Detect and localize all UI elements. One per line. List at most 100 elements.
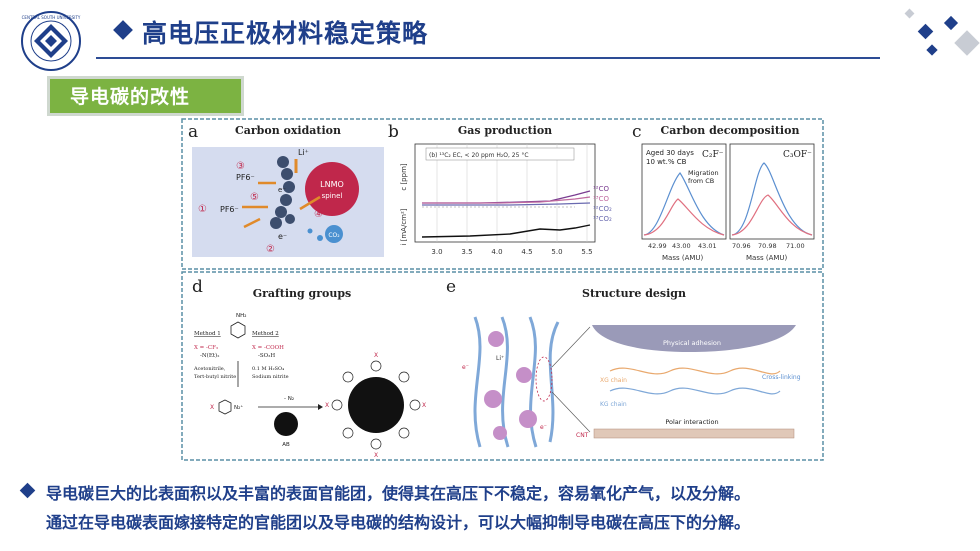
diazonium-x: X [210,404,214,411]
e-label-2: e⁻ [540,424,547,431]
cross-linking-label: Cross-linking [762,374,801,381]
m2-d: Sodium nitrite [252,374,289,380]
panel-c-note-1: Aged 30 days [646,149,694,157]
carbon-chain [270,156,295,229]
panel-a-title: Carbon oxidation [235,124,341,137]
co2-bubble [325,225,343,243]
kg-chain-label: KG chain [600,401,627,408]
xtick: 4.0 [491,248,502,256]
c-xtick: 43.01 [698,242,717,250]
c-xtick: 70.96 [732,242,751,250]
grafted-ab-particle [348,377,404,433]
m2-c: 0.1 M H₂SO₄ [252,366,284,372]
step-3: ③ [236,161,245,172]
pf6-top-label: PF6⁻ [236,173,255,182]
ab-particle [274,412,298,436]
title-diamond-icon [113,20,133,40]
bullet-text-line-1: 导电碳巨大的比表面积以及丰富的表面官能团，使得其在高压下不稳定，容易氧化产气，以… [46,484,751,503]
series-label-3: ¹²CO₂ [593,205,612,213]
panel-c-title: Carbon decomposition [661,124,800,137]
panel-c: c Carbon decomposition Aged 30 days 10 w… [632,122,815,262]
x-marker: X [422,402,426,409]
step-1: ① [198,204,207,215]
co2-label: CO₂ [328,232,340,239]
corner-diamonds-decoration [904,8,980,56]
series-12co2 [422,202,591,206]
xg-chain-label: XG chain [600,377,627,384]
panel-b-ylabel-top: c [ppm] [400,163,408,191]
m1-d: Tert-butyl nitrite [194,374,236,380]
page-title: 高电压正极材料稳定策略 [142,19,429,48]
spinel-label: spinel [322,192,343,200]
m2-x: X = -COOH [252,345,284,351]
method-1: Method 1 [194,331,221,337]
m1-c: Acetonitrile, [193,366,226,372]
spectrum-2-red [731,194,813,236]
figure-panel: a Carbon oxidation LNMO spinel CO₂ Li⁺ ③… [181,118,824,461]
panel-e-title: Structure design [582,287,686,300]
panel-d-letter: d [192,277,203,297]
panel-b-plot-area [414,143,596,243]
active-particles [484,331,537,440]
migration-label-2: from CB [688,177,714,185]
panel-c-label-1: C₂F⁻ [702,150,724,160]
series-13co [422,196,591,204]
series-label-4: ¹³CO₂ [593,215,612,223]
panel-a-letter: a [188,122,198,142]
x-marker: X [374,352,378,359]
physical-adhesion-label: Physical adhesion [663,339,721,347]
x-marker: X [374,452,378,459]
migration-label-1: Migration [688,169,719,177]
li-label-e: Li⁺ [496,355,504,362]
li-label: Li⁺ [298,148,309,157]
section-label-box [47,76,244,116]
panel-a-arrows [242,181,321,229]
e-label-1: e⁻ [462,364,469,371]
spectrum-1-red [643,198,725,236]
series-label-2: ¹³CO [593,195,610,203]
university-logo: CENTRAL SOUTH UNIVERSITY [21,11,81,71]
panel-b: b Gas production (b) ¹³C₂ EC, < 20 ppm H… [388,122,612,256]
c-xtick: 43.00 [672,242,691,250]
c-xtick: 71.00 [786,242,805,250]
panel-b-legend: (b) ¹³C₂ EC, < 20 ppm H₂O, 25 °C [429,152,529,159]
panel-c-letter: c [632,122,642,142]
grafted-groups [331,360,421,450]
diazonium-label: N₂⁺ [234,404,243,411]
panel-b-gridlines [436,144,588,242]
panel-c-label-2: C₃OF⁻ [783,150,812,160]
panel-a: a Carbon oxidation LNMO spinel CO₂ Li⁺ ③… [188,122,384,257]
xtick: 5.0 [551,248,562,256]
step-4: ④ [314,209,323,220]
series-label-1: ¹²CO [593,185,610,193]
panel-d: d Grafting groups NH₂ Method 1 Method 2 … [192,277,426,459]
xtick: 4.5 [521,248,532,256]
panel-b-title: Gas production [458,124,552,137]
cnt-label: CNT [576,432,589,439]
m1-b: -N(Et)₂ [200,352,219,359]
current-trace [421,224,591,238]
panel-b-letter: b [388,122,399,142]
method-2: Method 2 [252,331,279,337]
logo-text: CENTRAL SOUTH UNIVERSITY [22,15,81,20]
nh2-label: NH₂ [236,313,246,319]
m1-x: X = -CF₃ [194,345,218,351]
x-marker: X [325,402,329,409]
xg-chain [609,367,781,375]
electron-label-2: e⁻ [278,186,286,194]
panel-e-letter: e [446,277,456,297]
xtick: 3.0 [431,248,442,256]
spectrum-1-blue [643,172,725,236]
minus-n2-label: - N₂ [284,396,294,402]
panel-b-ylabel-bottom: i [mA/cm²] [400,208,408,245]
electron-label: e⁻ [278,232,287,241]
pf6-left-label: PF6⁻ [220,205,239,214]
c-xtick: 70.98 [758,242,777,250]
panel-c-note-2: 10 wt.% CB [646,158,687,166]
bullet-text-line-2: 通过在导电碳表面嫁接特定的官能团以及导电碳的结构设计，可以大幅抑制导电碳在高压下… [46,513,751,532]
step-5: ⑤ [250,192,259,203]
panel-e: e Structure design Li⁺ e⁻ e⁻ Physical ad… [446,277,801,448]
ab-label: AB [282,442,290,448]
xtick: 3.5 [461,248,472,256]
c-xlabel-2: Mass (AMU) [746,254,788,262]
